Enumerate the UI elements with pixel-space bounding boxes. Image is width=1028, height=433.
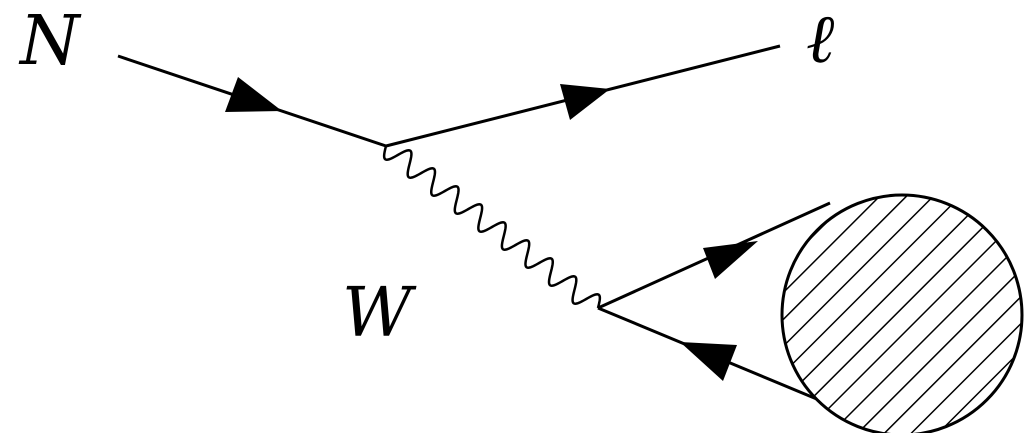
incoming-fermion-arrow — [225, 77, 282, 112]
label-incoming-n: N — [18, 2, 82, 81]
hatched-blob — [780, 193, 1024, 433]
label-w-boson: W — [342, 274, 417, 353]
lower-quark-arrow — [680, 342, 737, 381]
outgoing-lepton-arrow — [560, 84, 610, 120]
upper-quark-arrow — [703, 241, 758, 279]
label-outgoing-lepton: ℓ — [806, 0, 834, 79]
w-boson-wavy-line — [382, 145, 602, 309]
